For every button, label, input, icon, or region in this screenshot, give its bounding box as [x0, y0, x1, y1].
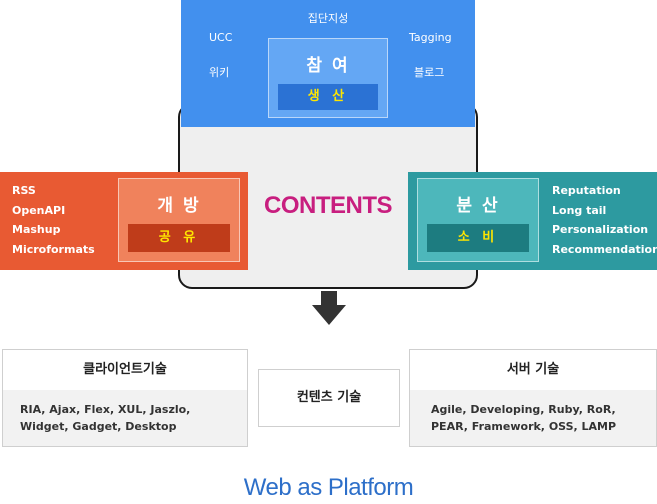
- contents-tech-box: 컨텐츠 기술: [258, 369, 400, 427]
- client-tech-box: 클라이언트기술 RIA, Ajax, Flex, XUL, Jaszlo, Wi…: [2, 349, 248, 447]
- list-item: Long tail: [552, 203, 607, 217]
- production-label: 생 산: [278, 84, 378, 110]
- participation-core-box: 참 여 생 산: [268, 38, 388, 118]
- participation-title: 참 여: [306, 56, 350, 76]
- client-tech-body: RIA, Ajax, Flex, XUL, Jaszlo, Widget, Ga…: [20, 403, 191, 433]
- contents-label: CONTENTS: [264, 192, 393, 219]
- sharing-label: 공 유: [128, 224, 230, 252]
- collective-intelligence-label: 집단지성: [307, 12, 349, 25]
- server-tech-title: 서버 기술: [410, 350, 656, 390]
- server-tech-box: 서버 기술 Agile, Developing, Ruby, RoR, PEAR…: [409, 349, 657, 447]
- list-item: Recommendation: [552, 242, 657, 256]
- distribution-panel: 분 산 소 비 Reputation Long tail Personaliza…: [408, 172, 657, 270]
- openness-title: 개 방: [157, 196, 201, 216]
- distribution-tech-list: Reputation Long tail Personalization Rec…: [552, 181, 657, 259]
- contents-tech-title: 컨텐츠 기술: [296, 390, 362, 405]
- wiki-label: 위키: [209, 66, 230, 79]
- openness-core-box: 개 방 공 유: [118, 178, 240, 262]
- list-item: Microformats: [12, 242, 95, 256]
- blog-label: 블로그: [414, 66, 445, 79]
- distribution-title: 분 산: [456, 196, 500, 216]
- footer-title: Web as Platform: [243, 474, 414, 501]
- distribution-core-box: 분 산 소 비: [417, 178, 539, 262]
- client-tech-title: 클라이언트기술: [3, 350, 247, 390]
- list-item: Personalization: [552, 223, 649, 236]
- participation-panel: 집단지성 UCC 위키 Tagging 블로그 참 여 생 산: [181, 0, 475, 127]
- openness-tech-list: RSS OpenAPI Mashup Microformats: [12, 181, 95, 259]
- list-item: RSS: [12, 184, 36, 197]
- list-item: Reputation: [552, 184, 621, 197]
- down-arrow-head-icon: [312, 305, 346, 325]
- list-item: Mashup: [12, 223, 61, 236]
- ucc-label: UCC: [209, 31, 233, 44]
- server-tech-body: Agile, Developing, Ruby, RoR, PEAR, Fram…: [431, 403, 617, 433]
- consumption-label: 소 비: [427, 224, 529, 252]
- tagging-label: Tagging: [409, 31, 452, 44]
- openness-panel: RSS OpenAPI Mashup Microformats 개 방 공 유: [0, 172, 248, 270]
- list-item: OpenAPI: [12, 203, 66, 217]
- down-arrow-icon: [321, 291, 337, 305]
